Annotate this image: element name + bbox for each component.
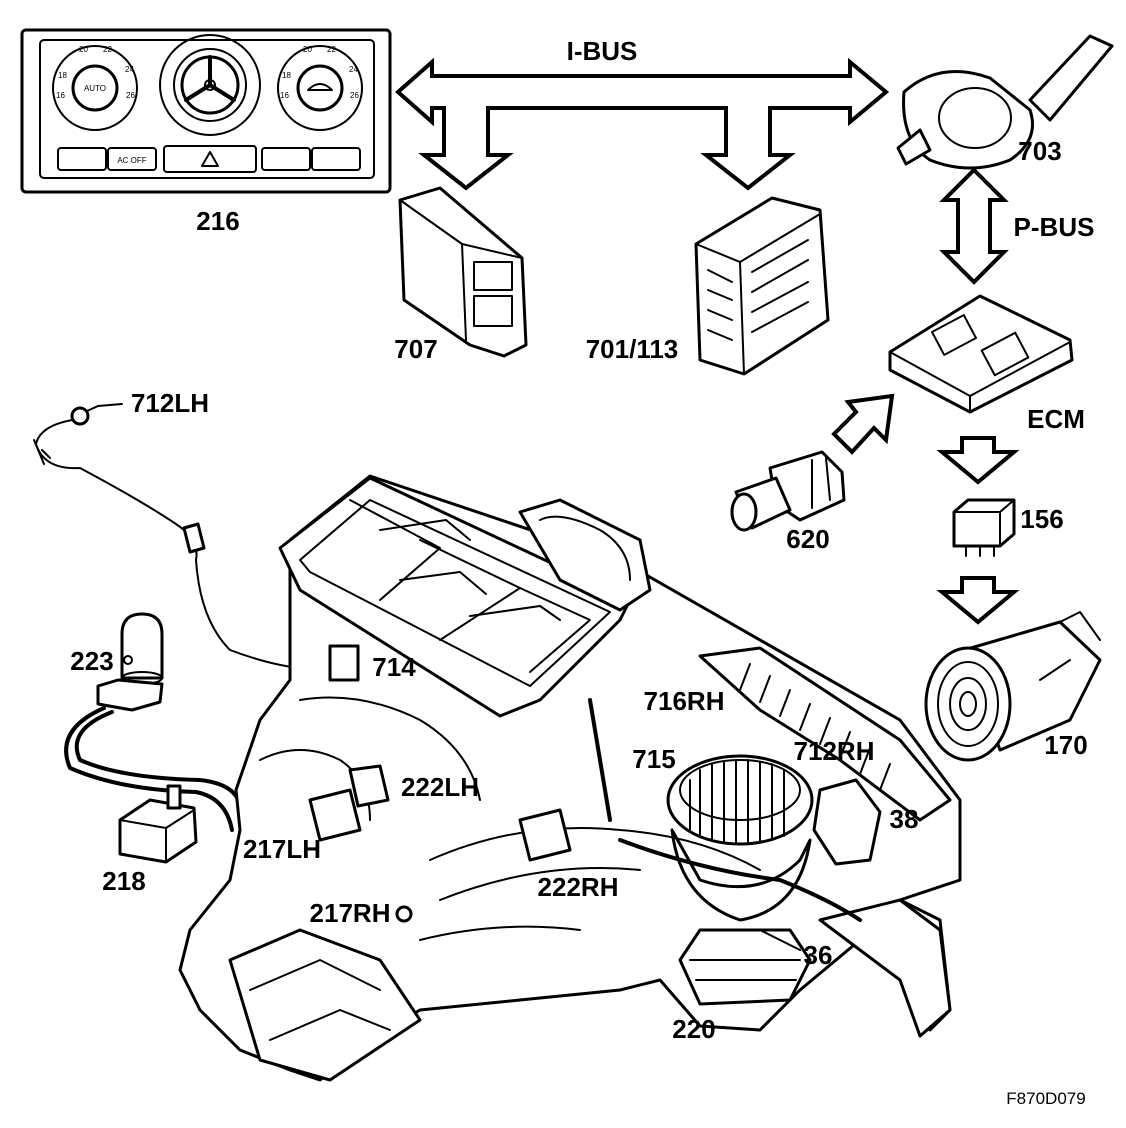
svg-text:AUTO: AUTO — [84, 84, 106, 93]
label-220: 220 — [672, 1014, 715, 1044]
label-701-113: 701/113 — [586, 334, 679, 364]
label-712rh: 712RH — [794, 736, 875, 766]
label-36: 36 — [804, 940, 833, 970]
relay-156: 156 — [952, 498, 1064, 557]
label-170: 170 — [1044, 730, 1087, 760]
pbus-arrow: P-BUS — [939, 167, 1095, 285]
arrow-620-to-ecm — [831, 393, 895, 455]
hvac-housing — [178, 474, 962, 1082]
svg-text:26: 26 — [350, 91, 359, 100]
left-temp-knob: AUTO 20 22 18 24 16 26 — [52, 45, 138, 131]
label-620: 620 — [786, 524, 829, 554]
fusebox-701-113: 701/113 — [586, 196, 830, 376]
label-707: 707 — [394, 334, 437, 364]
sensor-712lh: 712LH — [33, 388, 301, 669]
ibus-label: I-BUS — [567, 36, 638, 66]
label-714: 714 — [372, 652, 416, 682]
pressure-sensor-620: 620 — [730, 450, 846, 554]
label-712lh: 712LH — [131, 388, 209, 418]
sensor-218: 218 — [102, 784, 198, 896]
compressor-170: 170 — [924, 611, 1102, 762]
label-716rh: 716RH — [644, 686, 725, 716]
svg-text:AC OFF: AC OFF — [117, 156, 146, 165]
climate-control-panel: AUTO 20 22 18 24 16 26 20 22 18 24 16 26 — [20, 28, 392, 236]
label-703: 703 — [1018, 136, 1061, 166]
label-216: 216 — [196, 206, 239, 236]
svg-text:16: 16 — [56, 91, 65, 100]
pbus-label: P-BUS — [1014, 212, 1095, 242]
label-222rh: 222RH — [538, 872, 619, 902]
ibus-arrow: I-BUS — [394, 36, 890, 191]
panel-buttons: AC OFF — [57, 145, 361, 173]
svg-text:18: 18 — [282, 71, 291, 80]
steering-switch-703: 703 — [896, 34, 1114, 170]
svg-text:18: 18 — [58, 71, 67, 80]
svg-text:22: 22 — [327, 45, 336, 54]
svg-text:22: 22 — [103, 45, 112, 54]
arrow-ecm-to-156 — [936, 436, 1020, 485]
label-222lh: 222LH — [401, 772, 479, 802]
fan-knob — [159, 34, 261, 136]
label-223: 223 — [70, 646, 113, 676]
right-temp-knob: 20 22 18 24 16 26 — [277, 45, 363, 131]
label-218: 218 — [102, 866, 145, 896]
label-715: 715 — [632, 744, 675, 774]
module-707: 707 — [394, 186, 528, 364]
label-156: 156 — [1020, 504, 1063, 534]
svg-text:24: 24 — [125, 65, 134, 74]
svg-text:24: 24 — [349, 65, 358, 74]
svg-text:16: 16 — [280, 91, 289, 100]
figure-id: F870D079 — [1006, 1089, 1085, 1108]
label-217lh: 217LH — [243, 834, 321, 864]
label-38: 38 — [890, 804, 919, 834]
arrow-156-to-170 — [936, 576, 1020, 625]
ecm-module: ECM — [888, 294, 1085, 434]
svg-text:20: 20 — [79, 45, 88, 54]
sensor-223: 223 — [70, 612, 164, 712]
label-217rh: 217RH — [310, 898, 391, 928]
svg-text:26: 26 — [126, 91, 135, 100]
hose-223-218 — [74, 710, 242, 808]
svg-text:20: 20 — [303, 45, 312, 54]
label-ecm: ECM — [1027, 404, 1085, 434]
